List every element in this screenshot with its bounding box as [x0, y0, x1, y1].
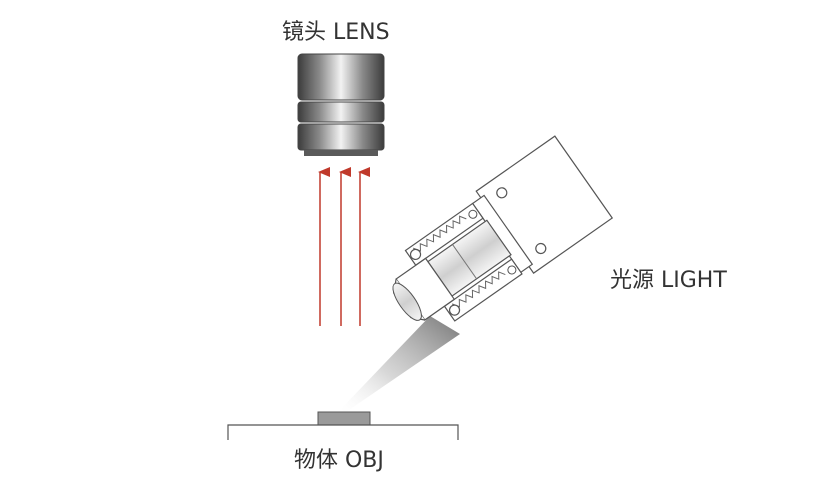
object-sample [317, 411, 371, 426]
light-source-label: 光源 LIGHT [610, 268, 727, 293]
light-source-icon [392, 135, 614, 322]
light-beam [340, 316, 460, 412]
lens-icon [297, 53, 385, 156]
stage-platform [227, 424, 459, 440]
object-label: 物体 OBJ [294, 448, 384, 473]
reflected-light-arrows [318, 167, 370, 326]
lens-label: 镜头 LENS [282, 20, 390, 45]
